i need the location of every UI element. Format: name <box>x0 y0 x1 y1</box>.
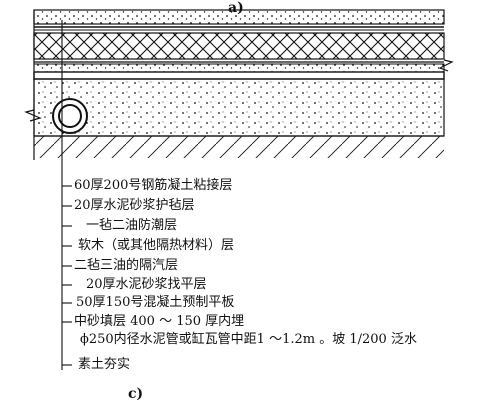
layer-label-6: 20厚水泥砂浆找平层 <box>86 277 207 292</box>
layer-label-7: 50厚150号混凝土预制平板 <box>76 295 235 310</box>
break-line-left <box>24 109 42 122</box>
cork-insulation-layer <box>33 32 445 60</box>
caption-bottom: c) <box>128 386 144 402</box>
layer-label-9: ϕ250内径水泥管或缸瓦管中距1 ～1.2m 。坡 1/200 泛水 <box>80 332 417 347</box>
sand-fill-layer <box>33 78 445 137</box>
leader-ticks <box>62 185 72 366</box>
concrete-bonding-layer <box>33 9 445 25</box>
leveling-mortar-layer <box>33 63 445 73</box>
layer-label-10: 素土夯实 <box>78 357 131 372</box>
layer-label-8: 中砂填层 400 ～ 150 厚内埋 <box>74 314 245 329</box>
precast-slab-layer <box>33 71 445 80</box>
layer-label-3: 一毡二油防潮层 <box>86 218 178 233</box>
layer-label-5: 二毡三油的隔汽层 <box>74 258 179 273</box>
break-line-right <box>438 59 454 72</box>
layer-label-4: 软木（或其他隔热材料）层 <box>78 238 235 253</box>
layer-label-2: 20厚水泥砂浆护毡层 <box>74 198 195 213</box>
cement-pipe <box>52 98 88 134</box>
layer-label-1: 60厚200号钢筋凝土粘接层 <box>74 178 233 193</box>
rammed-earth-layer <box>34 135 444 158</box>
